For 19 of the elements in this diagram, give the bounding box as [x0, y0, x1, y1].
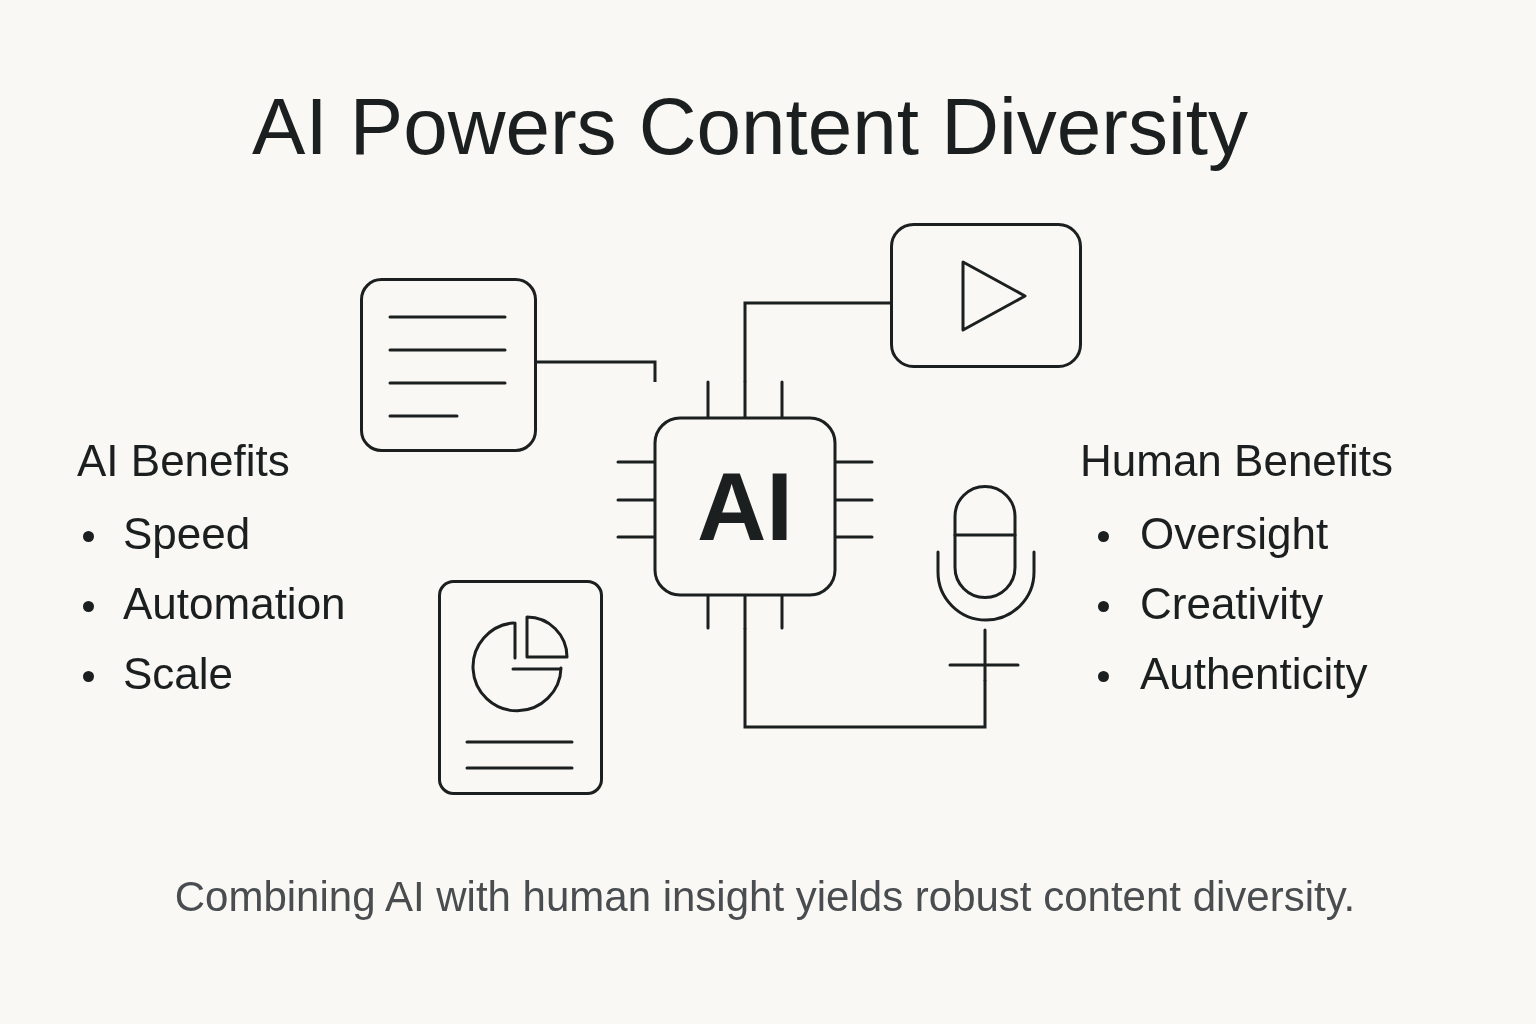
video-play-icon — [890, 223, 1082, 368]
list-heading: AI Benefits — [77, 435, 290, 487]
title: AI Powers Content Diversity — [252, 81, 1248, 173]
chart-report-icon — [438, 580, 603, 795]
caption: Combining AI with human insight yields robust content diversity. — [174, 872, 1356, 922]
connector-line — [537, 360, 657, 382]
processor-chip — [618, 382, 872, 628]
connector-line — [743, 301, 890, 382]
list-item: Oversight — [1140, 508, 1329, 560]
connector-line — [743, 628, 987, 729]
list-item: Creativity — [1140, 578, 1324, 630]
list-item: Automation — [123, 578, 346, 630]
chip-label: AI — [697, 459, 793, 555]
document-icon — [360, 278, 537, 452]
list-item: Authenticity — [1140, 648, 1368, 700]
list-item: Scale — [123, 648, 234, 700]
list-heading: Human Benefits — [1080, 435, 1394, 487]
microphone-icon — [936, 485, 1036, 680]
list-item: Speed — [123, 508, 251, 560]
